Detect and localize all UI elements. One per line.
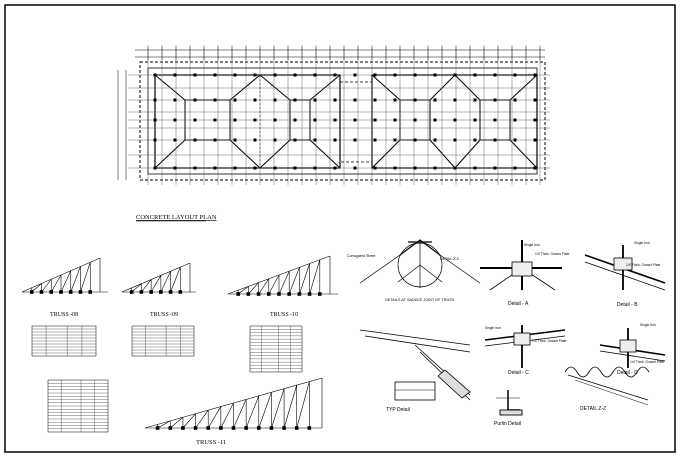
callout-single-iron-d: Single Iron [640, 323, 656, 327]
callout-gusset-a: 1/4"Thick. Gusset Plate [535, 252, 570, 256]
detail-b-drawing [584, 245, 666, 291]
saddle-detail-title: DETAILS AT SADDLE JOINT OF TRUSS [385, 298, 455, 302]
callout-single-iron-a: Single Iron [524, 243, 540, 247]
callout-single-iron-b: Single Iron [634, 241, 650, 245]
plan-block-left [154, 74, 341, 169]
typ-detail-title: TYP Detail [386, 407, 410, 413]
truss-11-title: TRUSS -11 [196, 439, 226, 446]
callout-gusset-c: 1/4"Thick. Gusset Plate [532, 339, 567, 343]
detail-c-title: Detail - C [508, 370, 529, 376]
callout-gusset-b: 1/4"Thick. Gusset Plate [626, 263, 661, 267]
detail-a-title: Detail - A [508, 301, 529, 307]
member-schedule-tables [31, 325, 303, 433]
typ-detail-drawing [359, 329, 471, 401]
detail-zz-title: DETAIL Z-Z [580, 406, 606, 412]
callout-gusset-d: 1/4"Thick. Gusset Plate [630, 360, 665, 364]
truss-10-diagram [227, 255, 338, 296]
detail-b-title: Detail - B [617, 302, 638, 308]
truss-11-diagram [144, 377, 323, 430]
plan-title: CONCRETE LAYOUT PLAN [136, 214, 217, 221]
callout-corrugated-sheet: Corrugated Sheet [347, 254, 375, 258]
callout-detail-z: DETAIL Z-Z [440, 257, 460, 261]
saddle-joint-detail [359, 239, 481, 288]
concrete-layout-plan [117, 45, 550, 185]
callout-single-iron-c: Single Iron [485, 326, 501, 330]
truss-09-diagram [121, 262, 196, 294]
truss-08-diagram [21, 257, 108, 294]
detail-c-drawing [484, 325, 566, 368]
detail-d-drawing [599, 328, 666, 368]
detail-zz-drawing [564, 366, 650, 406]
purlin-detail-drawing [496, 390, 523, 416]
purlin-detail-title: Purlin Detail [494, 421, 521, 427]
detail-a-drawing [480, 240, 562, 291]
truss-09-title: TRUSS -09 [150, 312, 178, 318]
detail-d-title: Detail - D [617, 370, 638, 376]
sheet-border [4, 4, 676, 453]
truss-08-title: TRUSS -08 [50, 312, 78, 318]
truss-10-title: TRUSS -10 [270, 312, 298, 318]
